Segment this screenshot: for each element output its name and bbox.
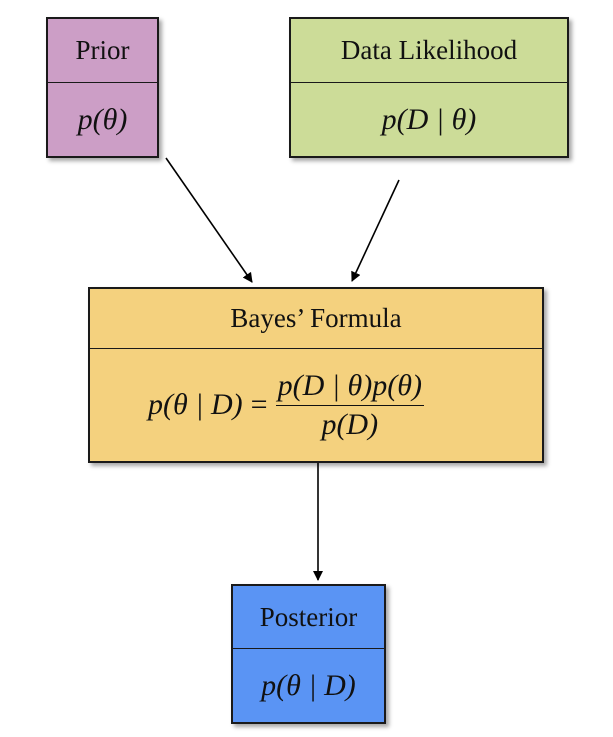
prior-title: Prior bbox=[48, 19, 157, 83]
formula-lhs: p(θ | D) bbox=[148, 388, 243, 421]
bayes-formula-node: Bayes’ Formula p(θ | D) = p(D | θ)p(θ) p… bbox=[88, 287, 544, 463]
bayes-formula: p(θ | D) = p(D | θ)p(θ) p(D) bbox=[90, 349, 542, 461]
likelihood-node: Data Likelihood p(D | θ) bbox=[289, 17, 569, 158]
formula-fraction: p(D | θ)p(θ) p(D) bbox=[275, 369, 424, 442]
edge-prior-to-bayes bbox=[165, 157, 253, 283]
likelihood-expression: p(D | θ) bbox=[381, 102, 477, 136]
bayes-title: Bayes’ Formula bbox=[90, 289, 542, 349]
formula-equals: = bbox=[250, 388, 268, 421]
formula-numerator: p(D | θ)p(θ) bbox=[275, 369, 424, 406]
formula-denominator: p(D) bbox=[321, 407, 379, 441]
posterior-title: Posterior bbox=[233, 586, 384, 649]
prior-node: Prior p(θ) bbox=[46, 17, 159, 158]
likelihood-title: Data Likelihood bbox=[291, 19, 567, 83]
edge-likelihood-to-bayes bbox=[351, 179, 400, 282]
posterior-node: Posterior p(θ | D) bbox=[231, 584, 386, 724]
prior-expression: p(θ) bbox=[77, 102, 128, 136]
posterior-expression: p(θ | D) bbox=[261, 668, 356, 702]
